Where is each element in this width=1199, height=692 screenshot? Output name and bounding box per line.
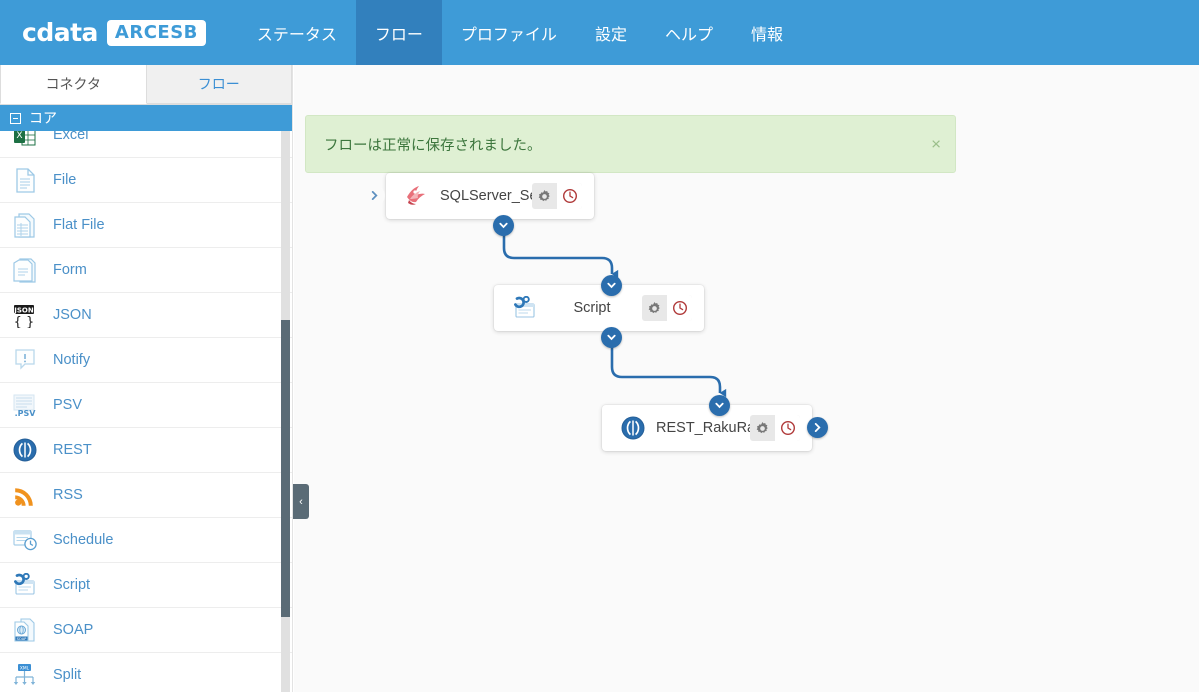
flow-node-actions — [750, 415, 800, 441]
connector-item-rss[interactable]: RSS — [0, 473, 292, 518]
nav-item-info[interactable]: 情報 — [750, 26, 783, 44]
svg-text:.PSV: .PSV — [15, 409, 37, 417]
flow-node-script[interactable]: Script — [494, 285, 704, 331]
connector-item-label: RSS — [53, 487, 83, 503]
connector-item-soap[interactable]: SOAP SOAP — [0, 608, 292, 653]
flow-node-sqlserver[interactable]: SQLServer_Se... — [364, 173, 594, 219]
connector-item-script[interactable]: Script — [0, 563, 292, 608]
connector-item-rest[interactable]: REST — [0, 428, 292, 473]
flow-node-actions — [532, 183, 582, 209]
connector-item-label: REST — [53, 442, 92, 458]
split-icon: XML — [8, 660, 42, 690]
clock-history-icon[interactable] — [775, 415, 800, 441]
clock-history-icon[interactable] — [667, 295, 692, 321]
svg-text:SOAP: SOAP — [16, 636, 27, 640]
connector-group-label: コア — [29, 110, 57, 126]
flow-connectors — [502, 225, 727, 398]
nav-item-status[interactable]: ステータス — [256, 26, 337, 44]
tab-connectors[interactable]: コネクタ — [0, 65, 147, 104]
nav-item-profile[interactable]: プロファイル — [460, 26, 557, 44]
close-icon[interactable]: × — [931, 134, 941, 154]
connector-item-label: Excel — [53, 131, 89, 143]
connector-item-label: Split — [53, 667, 82, 683]
flow-node-output-badge-2[interactable] — [601, 327, 622, 348]
brand-arcesb-badge: ARCESB — [106, 19, 206, 46]
gear-icon[interactable] — [532, 183, 557, 209]
flow-node-input-chevron[interactable] — [364, 185, 385, 206]
sidebar-scrollbar-thumb[interactable] — [281, 320, 290, 617]
connector-item-notify[interactable]: Notify — [0, 338, 292, 383]
soap-icon: SOAP — [8, 615, 42, 645]
flow-canvas[interactable]: フローは正常に保存されました。 × — [294, 65, 1199, 692]
connector-item-label: Script — [53, 577, 91, 593]
navbar-items: ステータス フロー プロファイル 設定 ヘルプ 情報 — [238, 0, 802, 65]
alert-message: フローは正常に保存されました。 — [324, 137, 542, 154]
gear-icon[interactable] — [642, 295, 667, 321]
connector-item-label: Flat File — [53, 217, 105, 233]
connector-item-label: JSON — [53, 307, 92, 323]
connector-item-label: Schedule — [53, 532, 114, 548]
nav-item-flow[interactable]: フロー — [355, 0, 442, 65]
connector-item-excel[interactable]: X Excel — [0, 131, 292, 158]
psv-icon: .PSV — [8, 390, 42, 420]
connector-item-json[interactable]: JSON { } JSON — [0, 293, 292, 338]
chevron-left-icon: ‹ — [299, 495, 303, 508]
flow-node-rest[interactable]: REST_RakuRa... — [602, 405, 828, 451]
svg-text:XML: XML — [19, 665, 29, 671]
sqlserver-icon — [400, 181, 434, 211]
tab-flows[interactable]: フロー — [146, 65, 292, 104]
connector-item-label: Notify — [53, 352, 91, 368]
svg-text:X: X — [16, 131, 22, 141]
connector-item-file[interactable]: File — [0, 158, 292, 203]
collapse-minus-icon — [10, 112, 21, 124]
nav-item-settings[interactable]: 設定 — [594, 26, 627, 44]
flow-node-input-badge-2[interactable] — [601, 275, 622, 296]
connector-item-split[interactable]: XML Split — [0, 653, 292, 692]
form-icon — [8, 255, 42, 285]
connector-item-schedule[interactable]: Schedule — [0, 518, 292, 563]
rest-icon — [8, 435, 42, 465]
svg-text:{ }: { } — [14, 315, 35, 328]
flow-node-input-badge-3[interactable] — [709, 395, 730, 416]
connector-list[interactable]: X Excel File — [0, 131, 292, 692]
connector-item-label: Form — [53, 262, 87, 278]
flow-node-title: Script — [573, 300, 611, 316]
sidebar-collapse-handle[interactable]: ‹ — [293, 484, 309, 519]
connector-item-label: SOAP — [53, 622, 94, 638]
clock-history-icon[interactable] — [557, 183, 582, 209]
excel-icon: X — [8, 131, 42, 150]
success-alert: フローは正常に保存されました。 × — [305, 115, 956, 173]
top-navbar: cdata ARCESB ステータス フロー プロファイル 設定 ヘルプ 情報 — [0, 0, 1199, 65]
flow-node-actions — [642, 295, 692, 321]
connector-item-label: File — [53, 172, 77, 188]
rss-icon — [8, 480, 42, 510]
file-icon — [8, 165, 42, 195]
brand-cdata-text: cdata — [22, 18, 98, 47]
brand-logo[interactable]: cdata ARCESB — [0, 0, 224, 65]
connector-item-psv[interactable]: .PSV PSV — [0, 383, 292, 428]
flat-file-icon — [8, 210, 42, 240]
nav-item-help[interactable]: ヘルプ — [664, 26, 713, 44]
flow-node-output-chevron[interactable] — [807, 417, 828, 438]
flow-node-title: SQLServer_Se... — [440, 188, 532, 204]
script-icon — [508, 293, 542, 323]
sidebar: コネクタ フロー コア X Excel — [0, 65, 293, 692]
schedule-icon — [8, 525, 42, 555]
sidebar-tabs: コネクタ フロー — [0, 65, 292, 105]
connector-item-flat-file[interactable]: Flat File — [0, 203, 292, 248]
script-icon — [8, 570, 42, 600]
connector-group-core[interactable]: コア — [0, 105, 292, 131]
connector-item-label: PSV — [53, 397, 83, 413]
flow-diagram: SQLServer_Se... — [294, 65, 1199, 692]
notify-icon — [8, 345, 42, 375]
svg-text:JSON: JSON — [13, 306, 34, 314]
flow-node-title: REST_RakuRa... — [656, 420, 750, 436]
connector-item-form[interactable]: Form — [0, 248, 292, 293]
json-icon: JSON { } — [8, 300, 42, 330]
gear-icon[interactable] — [750, 415, 775, 441]
flow-node-output-badge-1[interactable] — [493, 215, 514, 236]
rest-icon — [616, 413, 650, 443]
